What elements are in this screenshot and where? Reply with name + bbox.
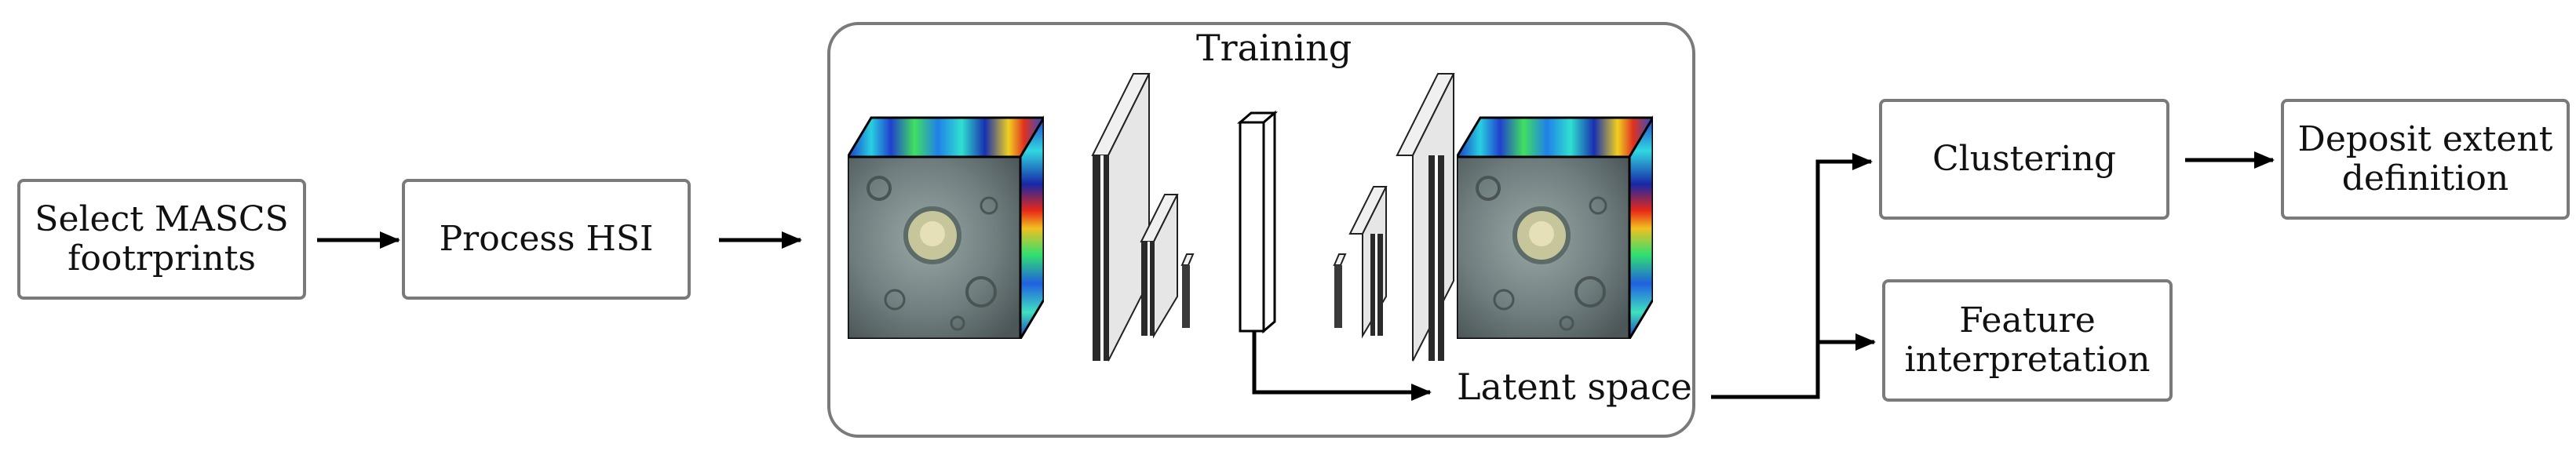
clustering-label: Clustering bbox=[1932, 139, 2116, 179]
reconstructed-hsi-cube bbox=[1457, 115, 1653, 339]
input-hsi-cube bbox=[848, 115, 1044, 339]
deposit-extent-label: Deposit extent definition bbox=[2297, 119, 2553, 198]
select-footprints-label: Select MASCS footrprints bbox=[35, 199, 289, 278]
clustering-box: Clustering bbox=[1879, 99, 2169, 220]
feature-interpretation-box: Feature interpretation bbox=[1882, 279, 2173, 402]
deposit-extent-box: Deposit extent definition bbox=[2281, 99, 2570, 220]
arrow-bottleneck-to-latent bbox=[1252, 331, 1432, 401]
latent-space-label: Latent space bbox=[1457, 366, 1692, 408]
training-title: Training bbox=[1196, 27, 1352, 69]
process-hsi-label: Process HSI bbox=[439, 219, 654, 259]
feature-interpretation-label: Feature interpretation bbox=[1904, 300, 2151, 380]
arrow-latent-to-branch bbox=[1711, 153, 1873, 399]
autoencoder-network bbox=[1091, 73, 1455, 362]
select-footprints-box: Select MASCS footrprints bbox=[17, 179, 306, 300]
process-hsi-box: Process HSI bbox=[402, 179, 691, 300]
